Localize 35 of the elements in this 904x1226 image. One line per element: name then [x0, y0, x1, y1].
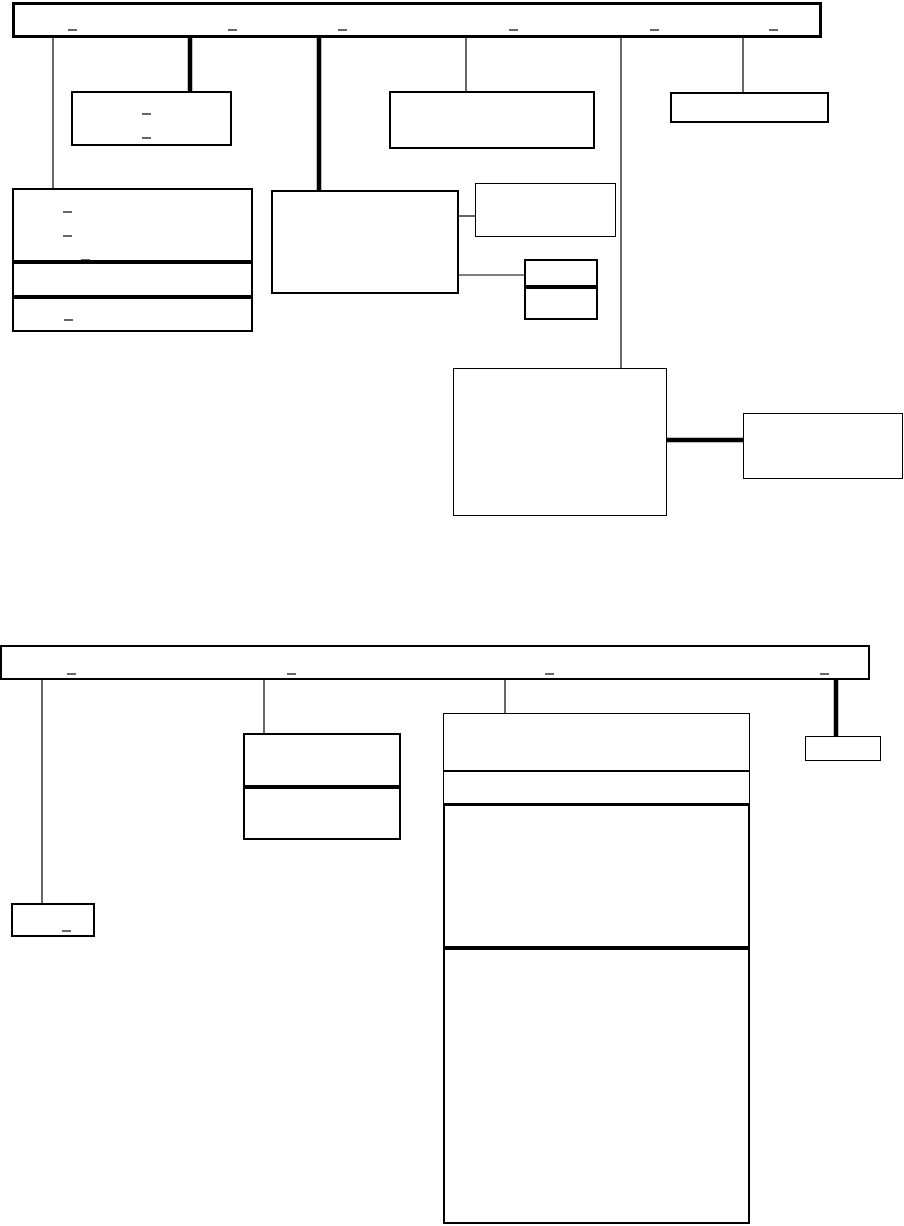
outline-box: [12, 262, 253, 297]
outline-box: [12, 2, 822, 38]
outline-box: [389, 91, 595, 149]
outline-box: [443, 771, 750, 804]
outline-box: [475, 183, 616, 237]
connector-line: [667, 437, 743, 443]
outline-box: [453, 368, 667, 516]
outline-box: [12, 188, 253, 262]
outline-box: [12, 297, 253, 332]
outline-box: [271, 190, 459, 294]
connector-line: [41, 679, 43, 904]
outline-box: [243, 787, 401, 840]
outline-box: [443, 713, 750, 771]
connector-line: [833, 680, 839, 736]
connector-line: [187, 38, 193, 91]
outline-box: [443, 804, 750, 948]
outline-box: [443, 948, 750, 1224]
outline-box: [805, 736, 881, 761]
connector-line: [263, 679, 265, 734]
outline-box: [743, 413, 903, 479]
outline-box: [524, 287, 598, 320]
connector-line: [458, 274, 525, 276]
outline-box: [0, 645, 870, 680]
connector-line: [316, 38, 322, 190]
outline-box: [11, 903, 95, 937]
outline-box: [243, 733, 401, 787]
connector-line: [504, 679, 506, 714]
outline-box: [71, 91, 232, 146]
connector-line: [742, 37, 744, 93]
connector-line: [620, 37, 622, 369]
connector-line: [465, 37, 467, 92]
outline-box: [524, 259, 598, 287]
outline-box: [670, 92, 829, 123]
connector-line: [458, 215, 476, 217]
connector-line: [52, 37, 54, 189]
